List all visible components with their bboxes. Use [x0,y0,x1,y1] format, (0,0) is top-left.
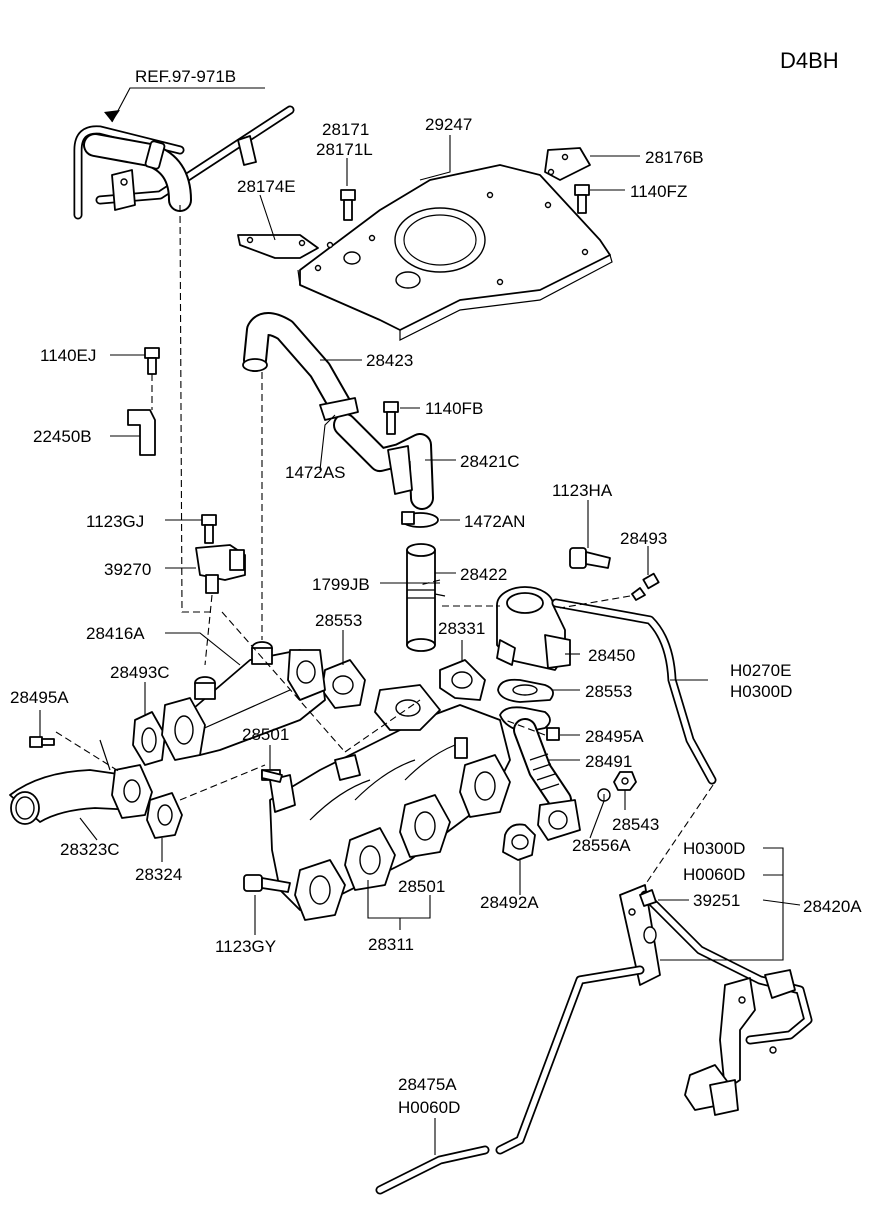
label-28491: 28491 [585,752,632,771]
label-1472AS: 1472AS [285,463,346,482]
hose-28423 [242,312,352,417]
gasket-28553-right [497,678,554,703]
label-28324: 28324 [135,865,182,884]
label-1140FB: 1140FB [425,399,483,418]
label-H0300D-top: H0300D [730,682,792,701]
label-1123GJ: 1123GJ [86,512,144,531]
label-1140EJ: 1140EJ [40,346,96,365]
label-28174E: 28174E [237,177,296,196]
bolt-28495A-right [546,727,560,741]
label-28420A: 28420A [803,897,862,916]
egr-valve-28450 [496,586,571,671]
egr-cooler-28416A [179,641,326,756]
pipe-28421C [319,397,434,510]
label-28323C: 28323C [60,840,120,859]
label-28450: 28450 [588,646,635,665]
label-H0270E: H0270E [730,661,791,680]
label-28176B: 28176B [645,148,704,167]
bolt-1140EJ [144,347,160,375]
label-1123GY: 1123GY [215,937,276,956]
label-28171: 28171 [322,120,369,139]
label-28171L: 28171L [316,140,373,159]
nut-28543 [613,771,637,791]
clamp-1472AN [401,511,439,528]
label-28311: 28311 [368,935,414,954]
bolt-1140FZ [574,184,590,214]
label-28553-right: 28553 [585,682,632,701]
vacuum-line-H0270E [551,598,717,785]
label-28501-top: 28501 [242,725,289,744]
elbow-pipe-28323C [9,739,153,825]
exhaust-manifold-28311 [261,684,511,921]
bolt-1123GY [243,874,291,893]
cooler-flange [161,697,206,761]
label-28493C: 28493C [110,663,170,682]
label-28495A-left: 28495A [10,688,69,707]
hose-28422 [406,543,446,652]
label-28475A: 28475A [398,1075,457,1094]
egr-cover-plate [237,147,613,341]
leader-lines [39,87,801,1155]
label-28495A-right: 28495A [585,727,644,746]
sensor-39270 [195,544,246,594]
label-39251: 39251 [693,891,740,910]
pipe-28491 [499,706,581,841]
label-29247: 29247 [425,115,472,134]
label-39270: 39270 [104,560,151,579]
label-28331: 28331 [438,619,485,638]
label-1472AN: 1472AN [464,512,525,531]
gasket-28331 [439,659,486,701]
gasket-28553-left [321,659,366,709]
label-1140FZ: 1140FZ [630,182,687,201]
label-28422: 28422 [460,565,507,584]
gasket-28492A [502,823,536,861]
label-H0060D-right: H0060D [683,865,745,884]
bracket-22450B [127,409,156,456]
engine-code: D4BH [780,48,839,73]
bolt-28493 [631,572,660,601]
reference-label: REF.97-971B [135,67,236,86]
stud-28501 [261,769,283,783]
vacuum-pipe-assembly-28420A [495,884,813,1155]
gasket-28324 [146,792,183,839]
label-28493-top: 28493 [620,529,667,548]
bolt-1123GJ [201,514,217,544]
reference-arrow [104,110,120,122]
label-28423: 28423 [366,351,413,370]
label-1123HA: 1123HA [552,481,613,500]
label-28556A: 28556A [572,836,631,855]
bolt-28171 [340,189,356,221]
label-28553-left: 28553 [315,611,362,630]
reference-hose-assembly [73,105,295,220]
label-28492A: 28492A [480,893,539,912]
alignment-lines [55,204,714,886]
bolt-28495A-left [29,736,55,748]
hose-28475A [375,1145,490,1195]
label-28501-bottom: 28501 [398,877,445,896]
label-28416A: 28416A [86,624,145,643]
label-28543: 28543 [612,815,659,834]
label-22450B: 22450B [33,427,92,446]
label-H0300D-right: H0300D [683,839,745,858]
label-H0060D-bottom: H0060D [398,1098,460,1117]
label-28421C: 28421C [460,452,520,471]
bolt-1140FB [383,401,399,435]
gasket-28493C [132,711,166,766]
label-1799JB: 1799JB [312,575,370,594]
bolt-1123HA [569,547,611,569]
